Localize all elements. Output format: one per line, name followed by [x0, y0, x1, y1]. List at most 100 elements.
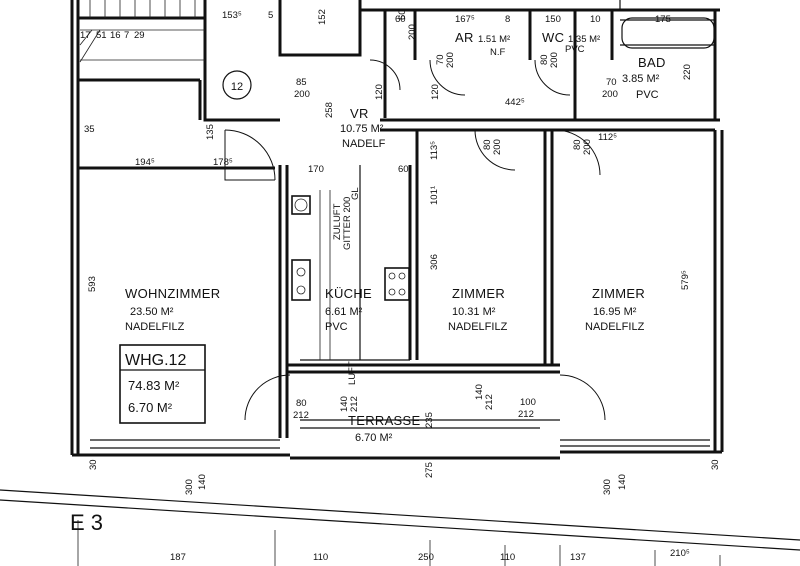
- room-kueche: KÜCHE 6.61 M² PVC: [325, 286, 372, 333]
- room-name: AR: [455, 30, 474, 45]
- unit-area-terrace: 6.70 M²: [128, 400, 173, 415]
- svg-text:275: 275: [424, 462, 435, 478]
- dimensions-top: 153⁵ 5 152 60 167⁵ 8 150 10 175: [222, 9, 671, 25]
- stairs: [79, 0, 205, 63]
- svg-text:140: 140: [339, 396, 350, 412]
- svg-text:112⁵: 112⁵: [598, 132, 617, 143]
- section-label: E 3: [70, 510, 103, 535]
- room-name: KÜCHE: [325, 286, 372, 301]
- svg-text:306: 306: [429, 254, 440, 270]
- svg-text:235: 235: [424, 412, 435, 428]
- room-floor: PVC: [636, 89, 659, 101]
- svg-text:212: 212: [484, 394, 495, 410]
- window-lines: [90, 0, 715, 449]
- svg-text:7: 7: [124, 30, 129, 41]
- room-wc: WC 1.35 M² PVC: [542, 30, 600, 55]
- room-name: ZIMMER: [452, 286, 505, 301]
- svg-text:150: 150: [545, 14, 561, 25]
- svg-text:152: 152: [317, 9, 328, 25]
- svg-text:200: 200: [602, 89, 618, 100]
- svg-text:137: 137: [570, 552, 586, 563]
- svg-text:200: 200: [407, 24, 418, 40]
- note-zuluft: ZULUFT: [332, 203, 343, 240]
- room-zimmer-2: ZIMMER 16.95 M² NADELFILZ: [585, 286, 645, 333]
- room-wohnzimmer: WOHNZIMMER 23.50 M² NADELFILZ: [125, 286, 220, 333]
- svg-text:200: 200: [582, 139, 593, 155]
- note-luft: LUFT: [347, 361, 358, 385]
- room-name: ZIMMER: [592, 286, 645, 301]
- svg-text:187: 187: [170, 552, 186, 563]
- svg-text:101¹: 101¹: [429, 186, 440, 205]
- svg-text:120: 120: [430, 84, 441, 100]
- dimensions-rooms: 194⁵ 178⁵ 170 60 113⁵ 101¹ 306 579⁵ 593: [87, 141, 691, 292]
- svg-text:175: 175: [655, 14, 671, 25]
- svg-text:579⁵: 579⁵: [680, 270, 691, 290]
- svg-text:60: 60: [395, 14, 406, 25]
- site-lines: [0, 489, 800, 566]
- room-area: 1.35 M²: [568, 34, 600, 45]
- svg-text:70: 70: [435, 54, 446, 65]
- svg-text:120: 120: [374, 84, 385, 100]
- svg-text:29: 29: [134, 30, 145, 41]
- note-gitter: GITTER 200: [342, 197, 353, 250]
- walls: [70, 0, 724, 460]
- room-name: VR: [350, 106, 369, 121]
- bathtub: [621, 17, 715, 49]
- svg-text:210⁵: 210⁵: [670, 548, 690, 559]
- svg-text:200: 200: [549, 52, 560, 68]
- room-ar: AR 1.51 M² N.F: [455, 30, 510, 58]
- room-vr: VR 10.75 M² NADELF: [340, 106, 386, 150]
- svg-text:212: 212: [293, 410, 309, 421]
- room-area: 6.61 M²: [325, 306, 363, 318]
- svg-text:80: 80: [296, 398, 307, 409]
- svg-text:110: 110: [500, 552, 515, 563]
- room-floor: NADELFILZ: [585, 321, 645, 333]
- note-gl: GL: [350, 187, 361, 200]
- svg-text:194⁵: 194⁵: [135, 157, 155, 168]
- svg-text:300: 300: [602, 479, 613, 495]
- svg-text:140: 140: [474, 384, 485, 400]
- svg-text:80: 80: [539, 54, 550, 65]
- room-floor: NADELF: [342, 138, 386, 150]
- room-bad: BAD 3.85 M² PVC: [622, 55, 666, 101]
- svg-text:442⁵: 442⁵: [505, 97, 525, 108]
- room-name: BAD: [638, 55, 666, 70]
- svg-text:51: 51: [96, 30, 107, 41]
- svg-text:5: 5: [268, 10, 273, 21]
- svg-text:17: 17: [80, 30, 91, 41]
- room-name: WOHNZIMMER: [125, 286, 220, 301]
- unit-box: WHG.12 74.83 M² 6.70 M²: [119, 344, 206, 424]
- room-name: WC: [542, 30, 564, 45]
- room-area: 3.85 M²: [622, 73, 660, 85]
- svg-text:80: 80: [482, 139, 493, 150]
- room-floor: NADELFILZ: [125, 321, 185, 333]
- kitchen-notes: ZULUFT GITTER 200 GL LUFT: [332, 187, 361, 385]
- svg-text:140: 140: [617, 474, 628, 490]
- svg-text:10: 10: [590, 14, 601, 25]
- svg-text:30: 30: [88, 459, 99, 470]
- svg-text:212: 212: [349, 396, 360, 412]
- room-area: 10.31 M²: [452, 306, 496, 318]
- svg-text:200: 200: [445, 52, 456, 68]
- svg-text:593: 593: [87, 276, 98, 292]
- svg-text:200: 200: [492, 139, 503, 155]
- room-area: 10.75 M²: [340, 123, 384, 135]
- unit-area-main: 74.83 M²: [128, 378, 180, 393]
- svg-text:60: 60: [397, 9, 408, 20]
- room-floor: N.F: [490, 47, 506, 58]
- dimensions-openings: 85 200 70 200 80 200 60 200 70 200 442⁵ …: [294, 9, 618, 155]
- svg-text:35: 35: [84, 124, 95, 135]
- dimensions-terrace: 80 212 140 212 140 212 100 212 235 275: [293, 384, 536, 478]
- svg-text:110: 110: [313, 552, 328, 563]
- svg-text:167⁵: 167⁵: [455, 14, 475, 25]
- svg-text:153⁵: 153⁵: [222, 10, 242, 21]
- svg-text:220: 220: [682, 64, 693, 80]
- svg-text:60: 60: [398, 164, 409, 175]
- room-floor: NADELFILZ: [448, 321, 508, 333]
- svg-text:100: 100: [520, 397, 536, 408]
- svg-text:85: 85: [296, 77, 307, 88]
- room-floor: PVC: [565, 44, 585, 55]
- svg-text:178⁵: 178⁵: [213, 157, 233, 168]
- dimensions-bottom: 30 300 140 300 140 30 187 110 250 110 13…: [88, 459, 721, 563]
